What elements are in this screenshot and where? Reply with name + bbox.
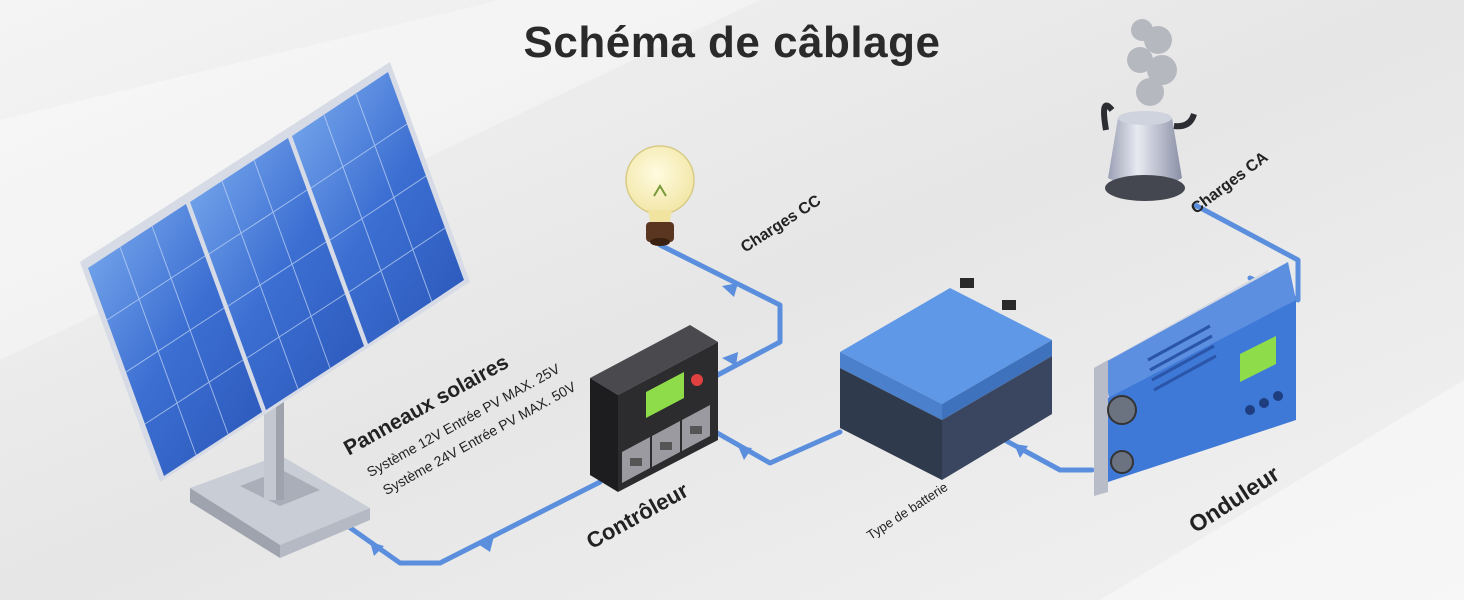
arrow-icon [738,446,752,460]
solar-panel-array-icon [80,62,470,558]
arrow-icon [478,536,494,552]
arrow-icon [722,283,738,297]
wire-arrows [370,283,1028,556]
steam-icon [1127,19,1177,106]
page-title: Schéma de câblage [523,18,941,67]
arrow-icon [722,352,738,366]
inverter-screen [1240,336,1276,382]
controller-device-icon [590,325,718,492]
controller-button [691,374,703,386]
battery-icon [840,278,1052,480]
inverter-device-icon [1094,262,1296,496]
controller-screen [646,372,684,418]
arrow-icon [370,542,384,556]
wire-controller-to-load-dc [657,242,783,381]
light-bulb-icon [625,145,695,246]
wire-battery-to-inverter [987,429,1095,473]
arrow-icon [1014,444,1028,458]
wire-controller-to-battery [709,427,843,466]
kettle-icon [1101,19,1197,201]
fan-icon [1107,395,1137,425]
